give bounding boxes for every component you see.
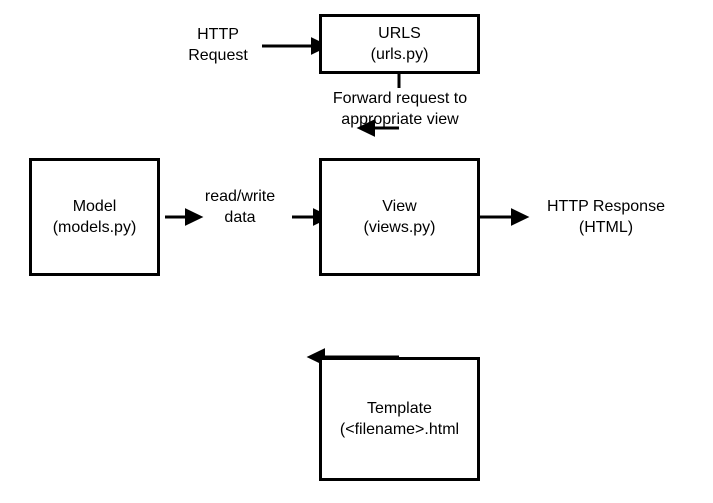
node-urls[interactable]: URLS (urls.py) xyxy=(319,14,480,74)
label-http-request-line2: Request xyxy=(188,47,248,64)
node-model-title: Model xyxy=(72,198,117,215)
label-http-response-line1: HTTP Response xyxy=(547,198,665,215)
node-urls-filename: (urls.py) xyxy=(370,46,429,63)
node-model-filename: (models.py) xyxy=(52,219,137,236)
node-view-filename: (views.py) xyxy=(363,219,436,236)
label-http-response: HTTP Response (HTML) xyxy=(521,196,691,238)
label-http-request: HTTP Request xyxy=(158,24,278,66)
node-urls-title: URLS xyxy=(378,25,421,42)
label-forward-request: Forward request to appropriate view xyxy=(309,88,491,130)
label-read-write-data-line2: data xyxy=(224,209,256,226)
node-view-title: View xyxy=(382,198,417,215)
label-read-write-data: read/write data xyxy=(186,186,294,228)
label-http-request-line1: HTTP xyxy=(197,26,239,43)
node-model[interactable]: Model (models.py) xyxy=(29,158,160,276)
label-forward-request-line2: appropriate view xyxy=(341,111,459,128)
node-view[interactable]: View (views.py) xyxy=(319,158,480,276)
label-forward-request-line1: Forward request to xyxy=(332,90,468,107)
label-read-write-data-line1: read/write xyxy=(204,188,276,205)
node-template[interactable]: Template (<filename>.html xyxy=(319,357,480,481)
node-template-title: Template xyxy=(367,400,432,417)
node-template-filename: (<filename>.html xyxy=(339,421,460,438)
label-http-response-line2: (HTML) xyxy=(578,219,634,236)
